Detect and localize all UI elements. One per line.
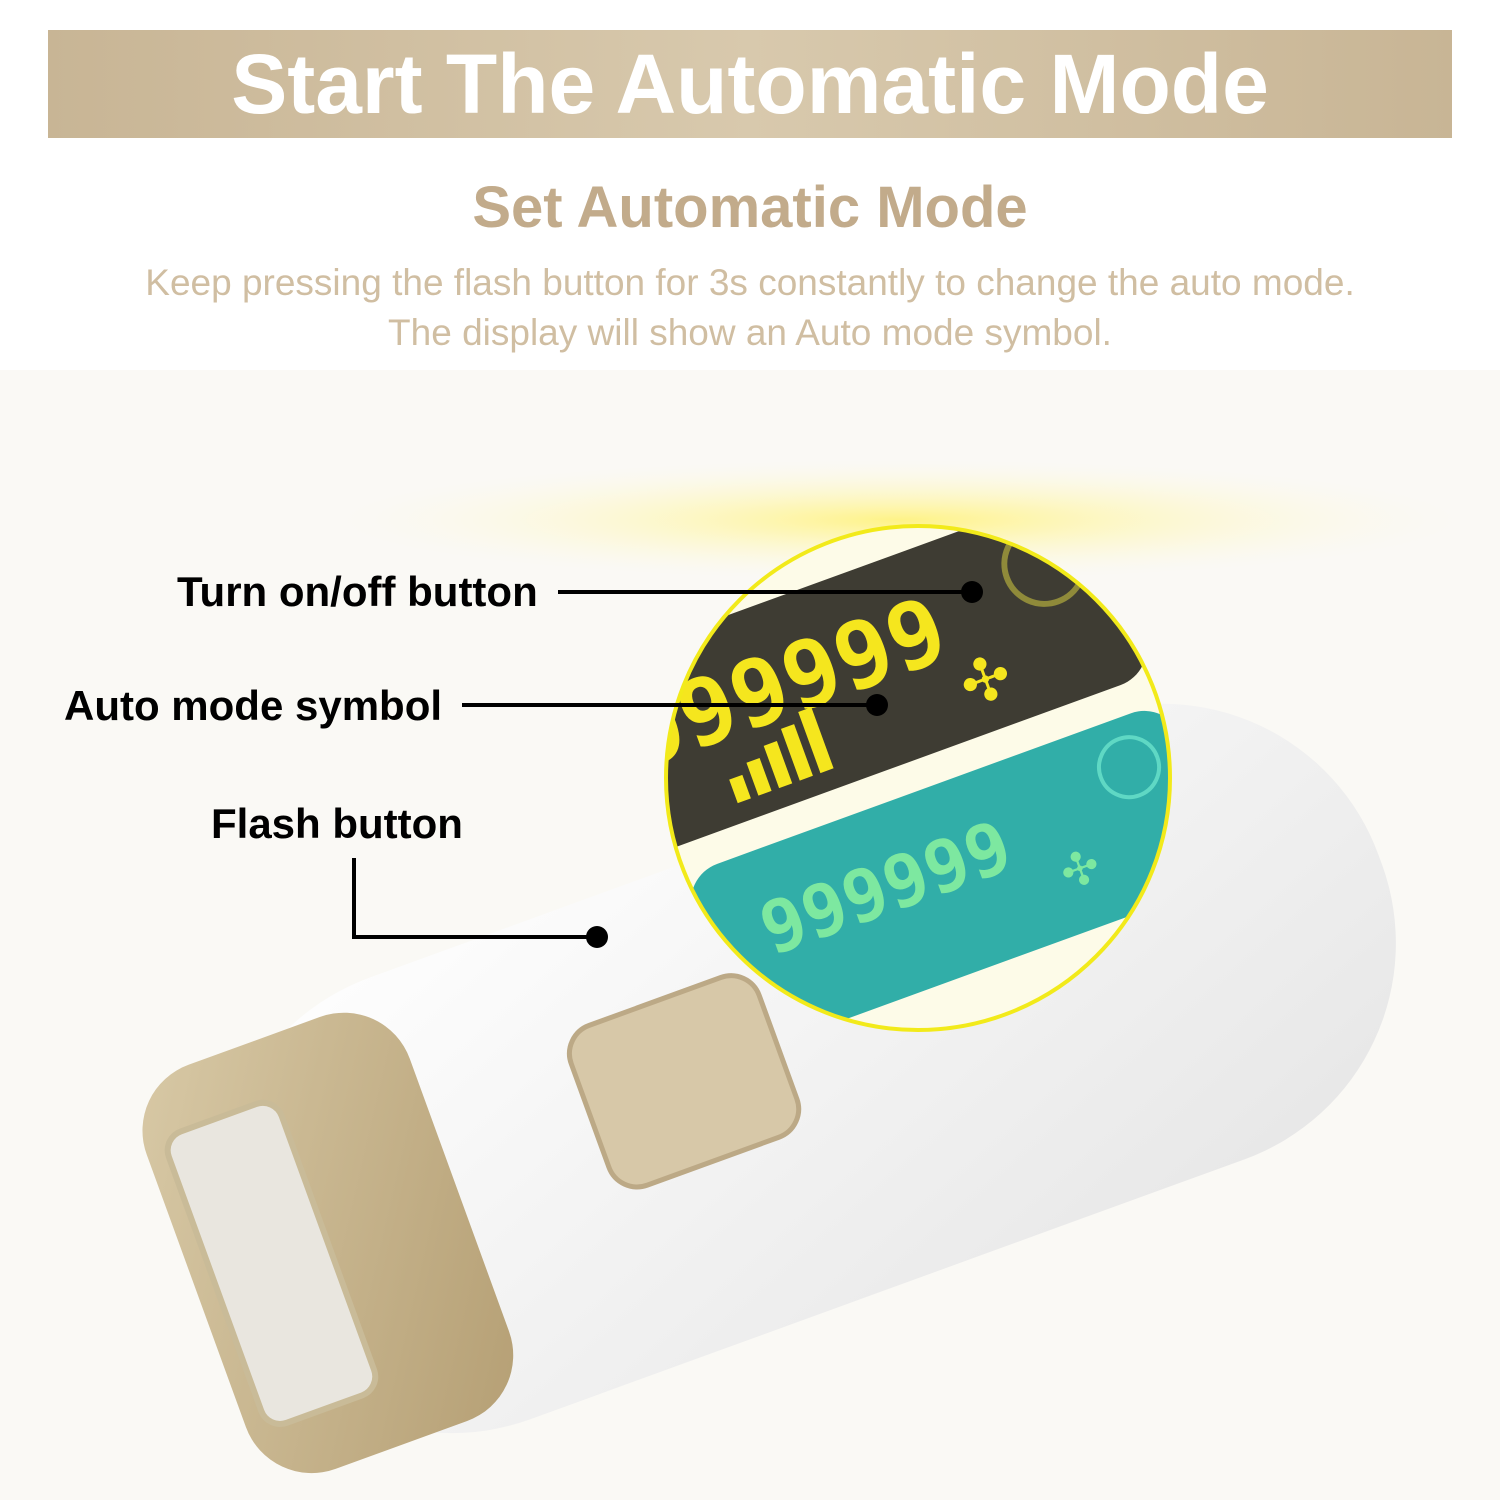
- highlight-ring: [664, 524, 1172, 1032]
- description-line-2: The display will show an Auto mode symbo…: [388, 312, 1112, 353]
- idle-display-panel: [690, 710, 1170, 1030]
- light-glow: [340, 460, 1460, 580]
- title-banner: Start The Automatic Mode: [48, 30, 1452, 138]
- device-illustration: 999999 ✣ 999999 ✣: [0, 370, 1500, 1500]
- power-icon-idle: [1097, 735, 1162, 800]
- callout-dot-flash: [586, 926, 608, 948]
- callout-dot-power: [961, 581, 983, 603]
- page-title: Start The Automatic Mode: [231, 36, 1269, 131]
- callout-lines: [352, 590, 972, 939]
- flash-button[interactable]: [561, 967, 807, 1195]
- lit-display-panel: [666, 526, 1147, 852]
- callout-auto-mode-symbol: Auto mode symbol: [64, 682, 443, 729]
- light-window: [164, 1099, 379, 1427]
- callout-power-button: Turn on/off button: [177, 568, 538, 615]
- description-line-1: Keep pressing the flash button for 3s co…: [145, 262, 1355, 303]
- level-bars-icon: [729, 707, 834, 804]
- callout-flash-button: Flash button: [211, 800, 463, 847]
- section-heading: Set Automatic Mode: [472, 175, 1028, 240]
- callout-dot-auto: [866, 694, 888, 716]
